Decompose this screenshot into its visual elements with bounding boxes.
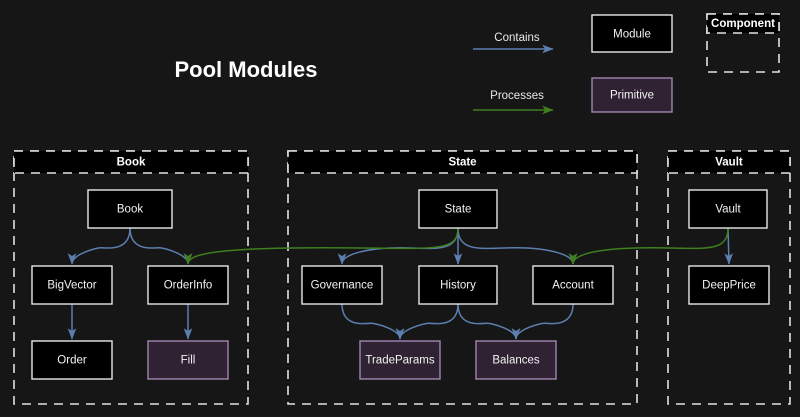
node-bigvector[interactable]: BigVector [31,265,113,305]
node-label-book: Book [117,204,143,216]
legend-module-box [591,14,673,53]
legend-primitive-box [591,77,673,113]
node-box-balances[interactable] [475,340,557,380]
node-history[interactable]: History [418,265,498,305]
node-label-deepprice: DeepPrice [702,280,756,292]
node-box-state[interactable] [418,189,498,229]
cluster-border-vault [667,150,791,405]
node-state[interactable]: State [418,189,498,229]
node-label-orderinfo: OrderInfo [164,280,213,292]
edge-vault-to-deepprice [724,227,734,265]
node-label-state: State [445,204,472,216]
edge-history-to-balances [457,303,521,340]
node-box-bigvector[interactable] [31,265,113,305]
cluster-header-vault [667,150,791,174]
legend-processes: Processes [473,90,554,115]
node-box-order[interactable] [31,340,113,380]
legend-component: Component [706,13,780,73]
legend-module-label: Module [613,29,651,41]
node-box-history[interactable] [418,265,498,305]
edge-history-to-tradeparams [395,303,459,340]
node-label-tradeparams: TradeParams [365,355,434,367]
node-orderinfo[interactable]: OrderInfo [147,265,229,305]
legend-processes-label: Processes [490,90,544,102]
node-vault[interactable]: Vault [688,189,768,229]
edge-account-to-balances [511,303,574,340]
node-box-orderinfo[interactable] [147,265,229,305]
node-tradeparams[interactable]: TradeParams [359,340,441,380]
node-order[interactable]: Order [31,340,113,380]
node-fill[interactable]: Fill [147,340,229,380]
node-label-vault: Vault [715,204,741,216]
node-balances[interactable]: Balances [475,340,557,380]
node-label-history: History [440,280,476,292]
legend-contains-label: Contains [494,32,540,44]
node-label-bigvector: BigVector [47,280,96,292]
page-title: Pool Modules [175,57,318,82]
cluster-title-book: Book [117,157,146,169]
cluster-title-vault: Vault [715,157,743,169]
cluster-header-book [13,150,249,174]
node-box-tradeparams[interactable] [359,340,441,380]
node-label-order: Order [57,355,87,367]
cluster-vault: Vault [667,150,791,405]
edges-layer [67,227,734,340]
legend-primitive-label: Primitive [610,90,654,102]
legend-primitive: Primitive [591,77,673,113]
node-box-account[interactable] [532,265,614,305]
cluster-state: State [287,150,638,405]
edge-book-to-bigvector [67,227,131,265]
node-box-book[interactable] [87,189,173,229]
edge-state-to-account [457,227,578,265]
cluster-border-state [287,150,638,405]
cluster-book: Book [13,150,249,405]
node-deepprice[interactable]: DeepPrice [688,265,770,305]
edge-vault-to-account [568,227,729,265]
legend-component-label: Component [711,18,775,30]
legend-component-header [706,13,780,34]
node-label-governance: Governance [311,280,374,292]
edge-book-to-orderinfo [129,227,193,265]
cluster-header-state [287,150,638,174]
node-label-account: Account [552,280,594,292]
node-box-governance[interactable] [301,265,383,305]
legend-contains: Contains [473,32,554,54]
edge-state-to-orderinfo [183,227,459,265]
node-account[interactable]: Account [532,265,614,305]
edge-governance-to-tradeparams [341,303,405,340]
node-box-deepprice[interactable] [688,265,770,305]
node-box-vault[interactable] [688,189,768,229]
node-label-balances: Balances [492,355,540,367]
cluster-title-state: State [448,157,476,169]
node-label-fill: Fill [181,355,196,367]
node-book[interactable]: Book [87,189,173,229]
legend-module: Module [591,14,673,53]
node-box-fill[interactable] [147,340,229,380]
node-governance[interactable]: Governance [301,265,383,305]
